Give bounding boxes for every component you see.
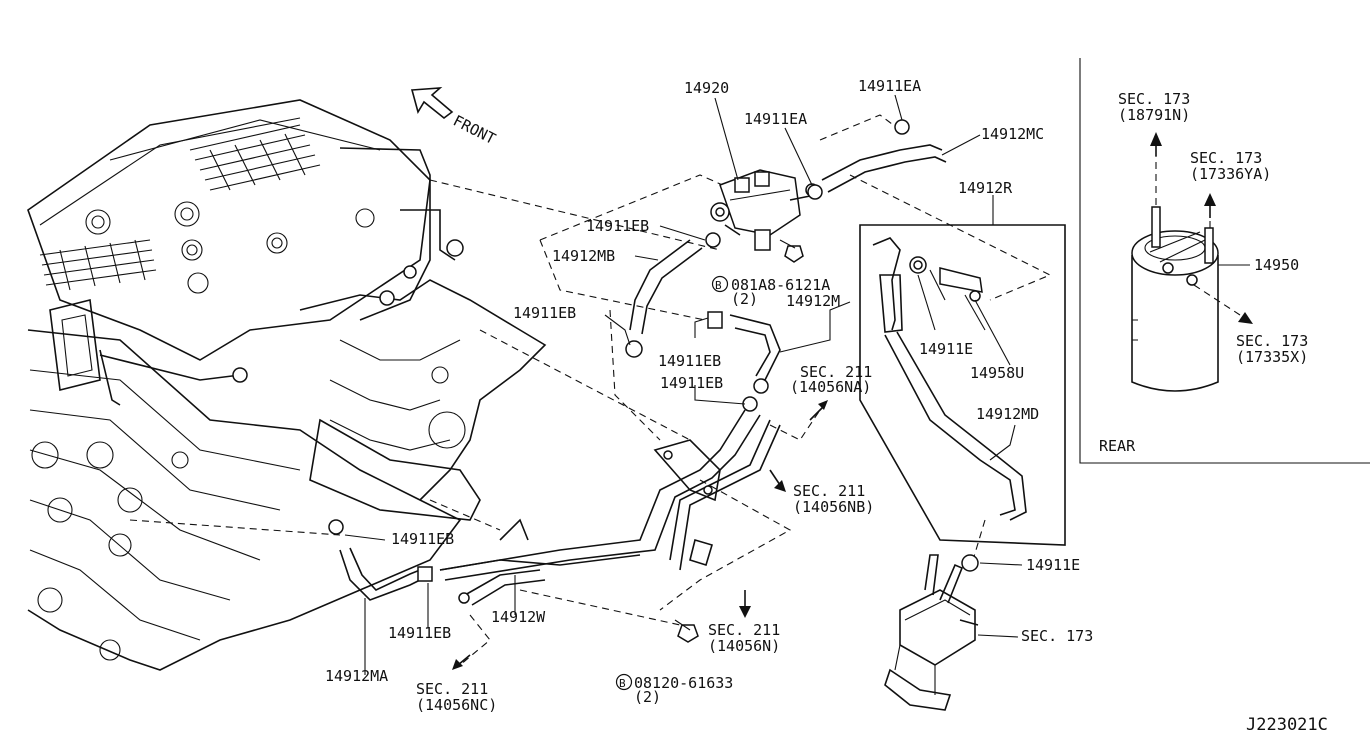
label-14911EA: 14911EA: [744, 110, 807, 128]
clip-14911E: [961, 554, 979, 572]
sec-arrows: [452, 400, 828, 670]
hose-14912M: [707, 311, 781, 412]
hose-14912MC: [807, 119, 947, 200]
label-14950: 14950: [1254, 256, 1299, 274]
label-sec211-n: SEC. 211: [708, 621, 780, 639]
label-14911EB-6: 14911EB: [388, 624, 451, 642]
label-14912W: 14912W: [491, 608, 546, 626]
front-label: FRONT: [450, 112, 498, 149]
label-sec173-18791n: SEC. 173: [1118, 90, 1190, 108]
bolt-callout-1: B 081A8-6121A (2): [711, 275, 830, 308]
engine-block: [27, 99, 547, 671]
label-sec211-na-code: (14056NA): [790, 378, 871, 396]
label-14912R: 14912R: [958, 179, 1013, 197]
rear-inset: [1079, 58, 1370, 464]
hose-14912W: [439, 554, 641, 606]
label-14911EB-4: 14911EB: [660, 374, 723, 392]
label-sec173: SEC. 173: [1021, 627, 1093, 645]
label-sec211-na: SEC. 211: [800, 363, 872, 381]
label-rear: REAR: [1099, 437, 1136, 455]
bolt-symbol-1: B: [715, 279, 722, 292]
label-14911EB-2: 14911EB: [513, 304, 576, 322]
bolt-symbol-2: B: [619, 677, 626, 690]
label-bolt-081A8: 081A8-6121A: [731, 276, 830, 294]
label-sec173-17335x: SEC. 173: [1236, 332, 1308, 350]
diagram-code: J223021C: [1246, 715, 1328, 735]
label-14912MA: 14912MA: [325, 667, 388, 685]
guide-lines: [129, 114, 1052, 666]
label-14912MC: 14912MC: [981, 125, 1044, 143]
leader-lines: [344, 94, 1023, 675]
label-14911EA-top: 14911EA: [858, 77, 921, 95]
label-sec211-nb: SEC. 211: [793, 482, 865, 500]
label-14912M: 14912M: [786, 292, 840, 310]
label-bolt-qty-1: (2): [731, 290, 758, 308]
label-14920: 14920: [684, 79, 729, 97]
box-14912R: [859, 224, 1066, 546]
label-sec173-18791n-code: (18791N): [1118, 106, 1190, 124]
label-14911E-2: 14911E: [1026, 556, 1080, 574]
label-14911EB-1: 14911EB: [586, 217, 649, 235]
label-sec211-n-code: (14056N): [708, 637, 780, 655]
label-14958U: 14958U: [970, 364, 1024, 382]
front-arrow-icon: [410, 87, 454, 120]
hose-14912MB: [625, 232, 721, 358]
label-bolt-08120: 08120-61633: [634, 674, 733, 692]
label-14912MD: 14912MD: [976, 405, 1039, 423]
label-sec211-nc-code: (14056NC): [416, 696, 497, 714]
canister-bracket-sec173: [884, 554, 979, 711]
hose-14912MA: [328, 519, 433, 601]
bolt-callout-2: B 08120-61633 (2): [615, 673, 733, 706]
label-sec173-17336ya-code: (17336YA): [1190, 165, 1271, 183]
label-sec173-17336ya: SEC. 173: [1190, 149, 1262, 167]
label-sec211-nc: SEC. 211: [416, 680, 488, 698]
label-14911EB-5: 14911EB: [391, 530, 454, 548]
label-sec211-nb-code: (14056NB): [793, 498, 874, 516]
label-14911E-1: 14911E: [919, 340, 973, 358]
pipe-bundle: [439, 409, 781, 581]
bolt-icon-2: [677, 624, 699, 643]
purge-valve-14920: [710, 169, 819, 251]
label-sec173-17335x-code: (17335X): [1236, 348, 1308, 366]
label-bolt-qty-2: (2): [634, 688, 661, 706]
bolt-icon: [784, 245, 804, 263]
label-14912MB: 14912MB: [552, 247, 615, 265]
label-14911EB-3: 14911EB: [658, 352, 721, 370]
